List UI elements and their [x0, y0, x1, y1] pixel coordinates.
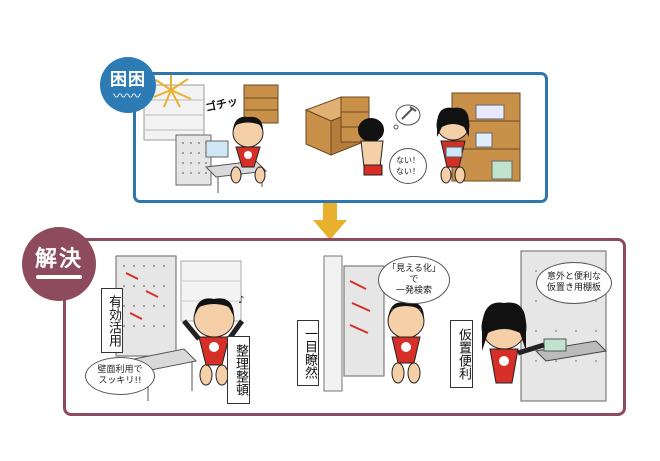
solution-scene-wall-storage: ♪ — [115, 255, 244, 401]
badge-underline — [36, 275, 82, 279]
label-effective-use: 有効活用 — [101, 288, 123, 353]
svg-text:♪: ♪ — [238, 295, 244, 306]
solution-illustrations: ♪ — [115, 250, 608, 402]
problem-scene-collision — [143, 75, 279, 193]
solution-scene-visible-tools — [323, 255, 425, 392]
label-at-a-glance: 一目瞭然 — [297, 320, 319, 386]
speech-bubble-temp-shelf-text: 意外と便利な 仮置き用棚板 — [546, 272, 601, 293]
label-temporary-convenience: 仮置便利 — [450, 320, 473, 388]
solution-badge-label: 解決 — [34, 247, 83, 272]
wave-icon: 〰〰 — [113, 89, 141, 105]
speech-bubble-visualization-text: 「見える化」 で 一発検索 — [387, 263, 441, 296]
speech-bubble-wall-use-text: 壁面利用で スッキリ!! — [97, 365, 143, 386]
problem-scene-searching — [304, 96, 421, 176]
solution-badge: 解決 — [22, 227, 96, 301]
down-arrow-icon — [313, 203, 347, 240]
problem-badge-label: 困困 — [110, 70, 146, 90]
problem-badge: 困困 〰〰 — [100, 57, 156, 113]
label-organized: 整理整頓 — [227, 336, 250, 404]
speech-bubble-wall-use: 壁面利用で スッキリ!! — [85, 357, 155, 395]
speech-bubble-not-found-text: ない！ ない！ — [396, 156, 420, 176]
speech-bubble-temp-shelf: 意外と便利な 仮置き用棚板 — [536, 262, 612, 304]
speech-bubble-not-found: ない！ ない！ — [389, 148, 427, 184]
problem-scene-shelf — [436, 92, 521, 184]
problem-illustrations — [143, 75, 521, 193]
speech-bubble-visualization: 「見える化」 で 一発検索 — [378, 256, 450, 304]
